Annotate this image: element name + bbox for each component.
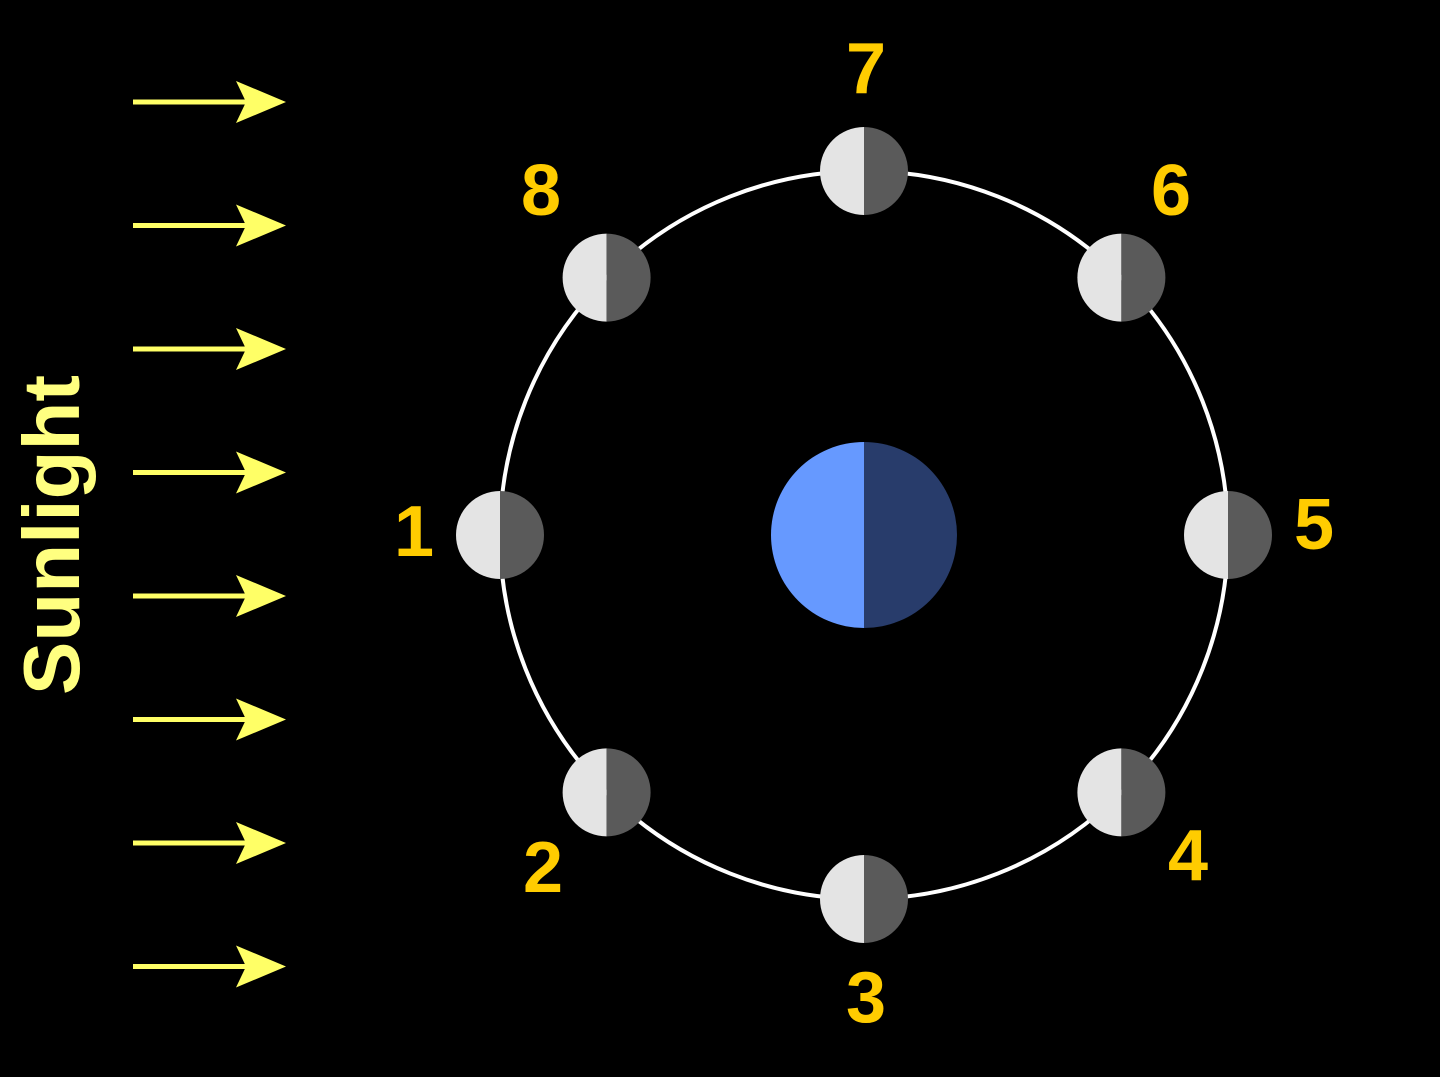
position-label: 1 [394,492,434,572]
sunlight-arrow [133,451,286,494]
sunlight-arrow [133,822,286,864]
sunlight-arrow [133,945,286,988]
moon-icon [562,748,651,837]
moon-icon [1184,491,1272,579]
moon-icon [1077,233,1166,322]
moon-icon [456,491,544,579]
earth-night-side [864,442,957,628]
moon-icon [820,855,908,943]
earth-icon [771,442,957,628]
position-label: 4 [1168,816,1208,896]
sunlight-arrow [133,81,286,123]
sunlight-arrows [133,81,286,988]
moon-icon [562,233,651,322]
position-label: 5 [1294,485,1334,565]
sunlight-label: Sunlight [7,375,96,695]
sunlight-arrow [133,204,286,247]
sunlight-arrow [133,328,286,370]
earth-day-side [771,442,864,628]
sunlight-arrow [133,698,286,741]
position-labels: 1 2 3 4 5 6 7 8 [394,29,1334,1038]
moon-icon [820,127,908,215]
position-label: 8 [521,151,561,231]
sunlight-arrow [133,575,286,617]
position-label: 2 [523,828,563,908]
position-label: 6 [1151,151,1191,231]
moon-icon [1077,748,1166,837]
position-label: 7 [846,29,886,109]
position-label: 3 [846,958,886,1038]
moon-positions [456,127,1272,943]
